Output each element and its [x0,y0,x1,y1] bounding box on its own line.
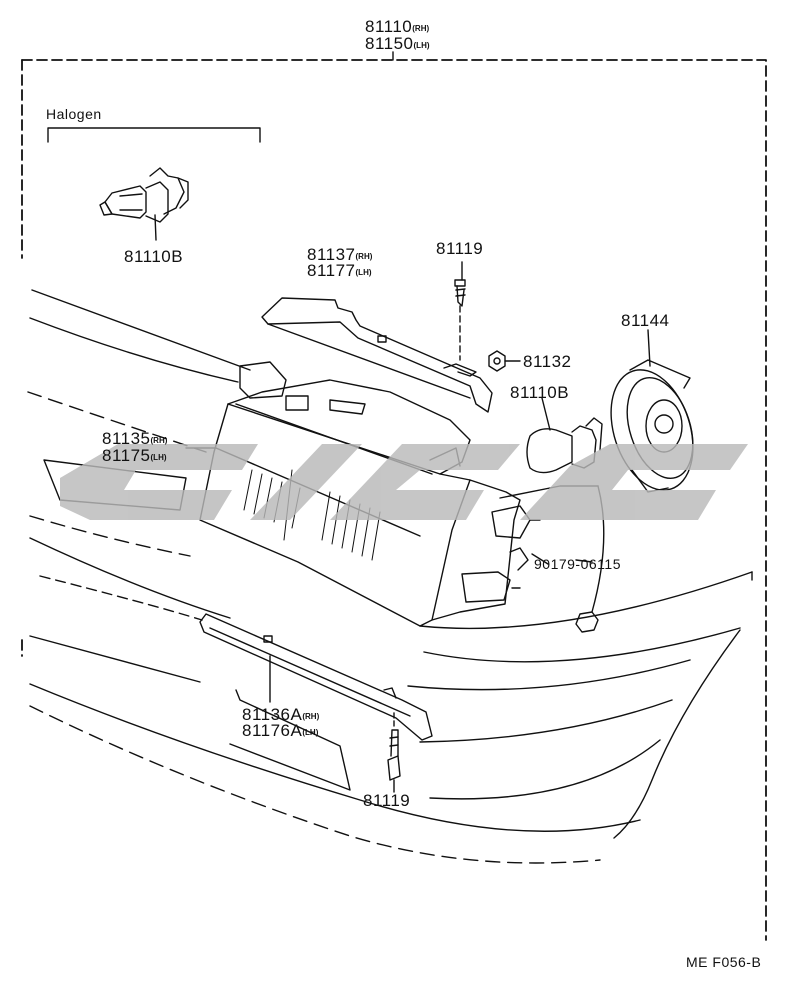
top-screw-drawing [454,261,466,361]
nut-drawing [488,350,521,372]
bottom-screw-drawing [387,711,401,793]
bottom-screw-label: 81119 [363,791,411,810]
clip-label: 90179-06115 [534,556,621,572]
watermark [60,444,748,520]
upper-retainer-drawing [261,297,493,413]
bulb-drawing [526,397,603,474]
headlamp-unit-rh-label: 81135(RH) [102,429,168,448]
lower-retainer-drawing [199,613,433,741]
lower-retainer-rh-label: 81136A(RH) [242,705,320,724]
socket-cover-label: 81144 [621,311,670,330]
halogen-heading: Halogen [46,106,102,122]
halogen-bulb-label: 81110B [124,247,184,266]
drawing-code: ME F056-B [686,954,762,970]
assembly-part-lh: 81150(LH) [365,34,430,53]
assembly-part-rh: 81110(RH) [365,17,430,36]
halogen-bulb-drawing [99,167,189,241]
upper-retainer-lh-label: 81177(LH) [307,261,372,280]
bulb-label: 81110B [510,383,570,402]
headlamp-unit-lh-label: 81175(LH) [102,446,167,465]
nut-label: 81132 [523,352,572,371]
assembly-boundary [21,59,767,941]
top-screw-label: 81119 [436,239,484,258]
socket-cover-drawing [610,329,694,493]
upper-retainer-rh-label: 81137(RH) [307,245,373,264]
halogen-bracket [47,127,261,143]
lower-retainer-lh-label: 81176A(LH) [242,721,319,740]
